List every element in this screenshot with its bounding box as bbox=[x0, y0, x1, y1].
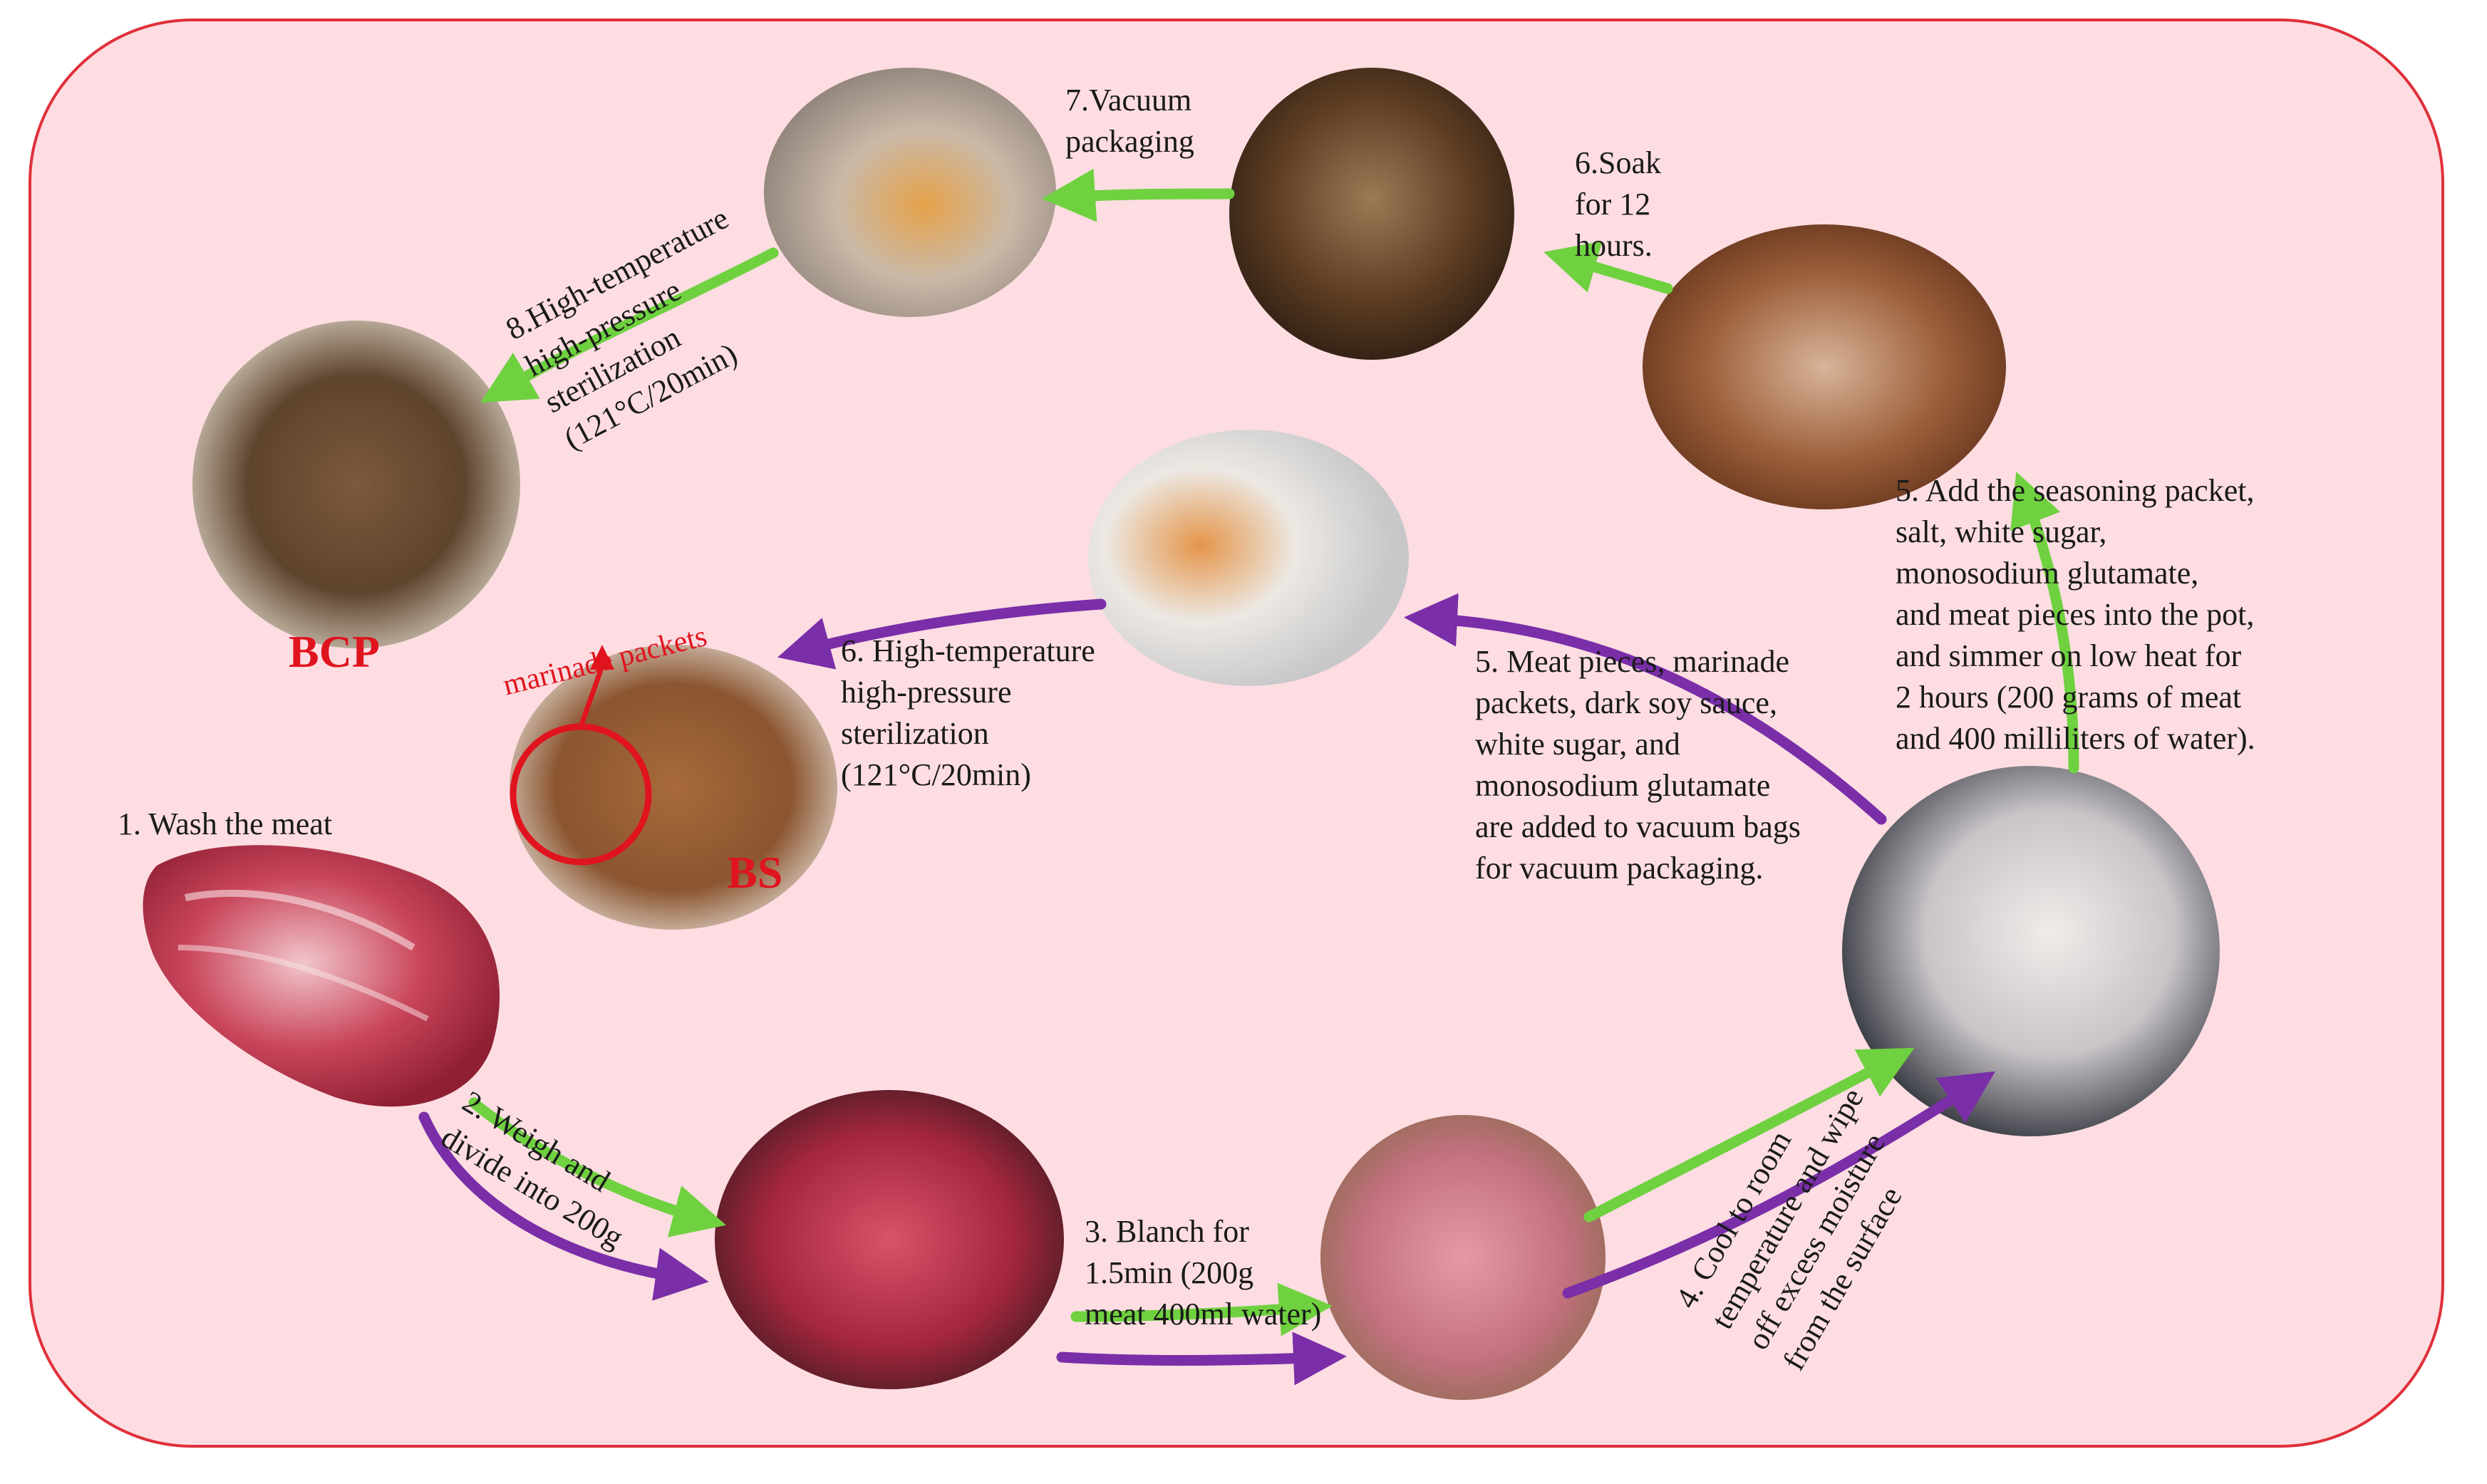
stew-photo bbox=[1643, 224, 2006, 509]
green-arrow-s3-s4 bbox=[1583, 1047, 1915, 1223]
purple-arrow-s1-s2 bbox=[418, 1111, 709, 1301]
step5-bcp-label: 5. Add the seasoning packet, salt, white… bbox=[1896, 473, 2255, 756]
green-arrow-s5-s6 bbox=[1544, 241, 1673, 294]
green-arrow-s2-s3 bbox=[1070, 1282, 1333, 1337]
bs-vacuum-photo bbox=[1088, 430, 1409, 686]
step6-bs-label: 6. High-temperature high-pressure steril… bbox=[841, 633, 1095, 792]
purple-arrow-s2-s3 bbox=[1056, 1332, 1347, 1386]
purple-arrow-s5-s6 bbox=[777, 598, 1107, 670]
step7-label: 7.Vacuum packaging bbox=[1065, 83, 1194, 159]
marinade-arrowhead bbox=[590, 645, 614, 670]
blanched-meat-photo bbox=[1320, 1115, 1606, 1400]
pot-photo bbox=[1842, 766, 2220, 1136]
green-arrow-s1-s2 bbox=[468, 1097, 726, 1237]
cut-meat-photo bbox=[715, 1090, 1064, 1389]
soak-photo bbox=[1229, 68, 1514, 360]
step3-label: 3. Blanch for 1.5min (200g meat 400ml wa… bbox=[1085, 1214, 1322, 1332]
raw-meat-photo bbox=[143, 845, 500, 1107]
green-arrow-s6-s7 bbox=[1042, 168, 1235, 222]
green-arrow-s4-s5 bbox=[2010, 471, 2079, 774]
step6-bcp-label: 6.Soak for 12 hours. bbox=[1575, 145, 1661, 263]
step5-bs-label: 5. Meat pieces, marinade packets, dark s… bbox=[1475, 644, 1801, 886]
purple-arrow-s4-s5 bbox=[1404, 593, 1887, 825]
green-arrow-s7-s8 bbox=[480, 247, 779, 403]
bcp-product-label: BCP bbox=[289, 626, 380, 677]
step1-label: 1. Wash the meat bbox=[118, 806, 333, 841]
marinade-pointer-arrow bbox=[578, 665, 605, 728]
bcp-product-photo bbox=[192, 321, 520, 648]
vacuum-pack-photo bbox=[764, 68, 1056, 317]
purple-arrow-s3-s4 bbox=[1562, 1071, 1996, 1299]
bs-product-label: BS bbox=[727, 847, 783, 898]
